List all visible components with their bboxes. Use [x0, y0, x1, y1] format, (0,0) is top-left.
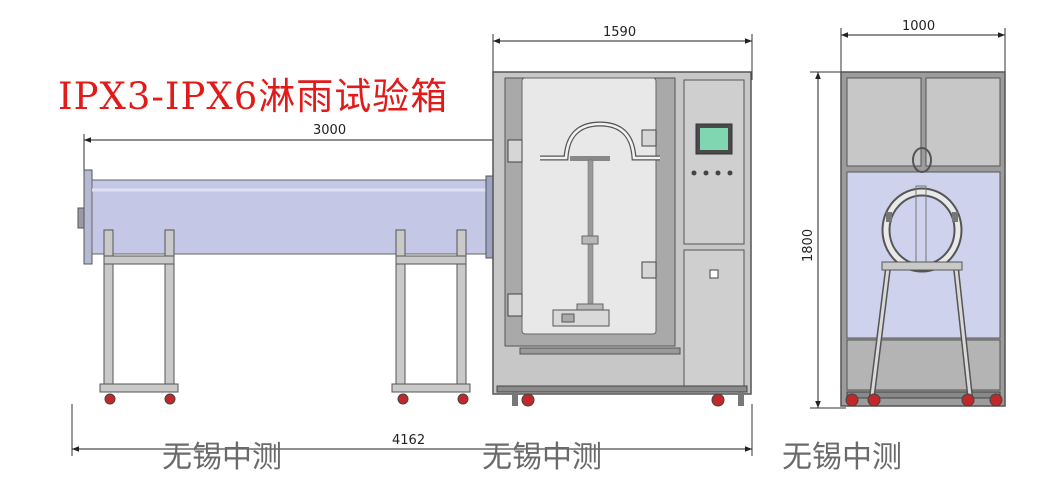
- side-view-cabinet: [840, 71, 1006, 407]
- dimension-1590-label: 1590: [603, 25, 636, 40]
- watermark-right: 无锡中测: [782, 440, 902, 475]
- watermark-middle: 无锡中测: [482, 440, 602, 475]
- dimension-4162: 4162: [71, 404, 753, 456]
- watermark-left: 无锡中测: [162, 440, 282, 475]
- dimension-1590: 1590: [492, 25, 753, 80]
- dimension-1000: 1000: [840, 19, 1006, 76]
- dimension-4162-label: 4162: [392, 433, 425, 448]
- dimension-1800: 1800: [801, 71, 846, 409]
- dimension-1800-label: 1800: [801, 229, 816, 262]
- dimension-3000-label: 3000: [313, 123, 346, 138]
- dimension-1000-label: 1000: [902, 19, 935, 34]
- oscillating-tube-assembly: [77, 169, 495, 405]
- front-cabinet: [492, 71, 752, 407]
- chamber-title: IPX3-IPX6淋雨试验箱: [58, 75, 449, 118]
